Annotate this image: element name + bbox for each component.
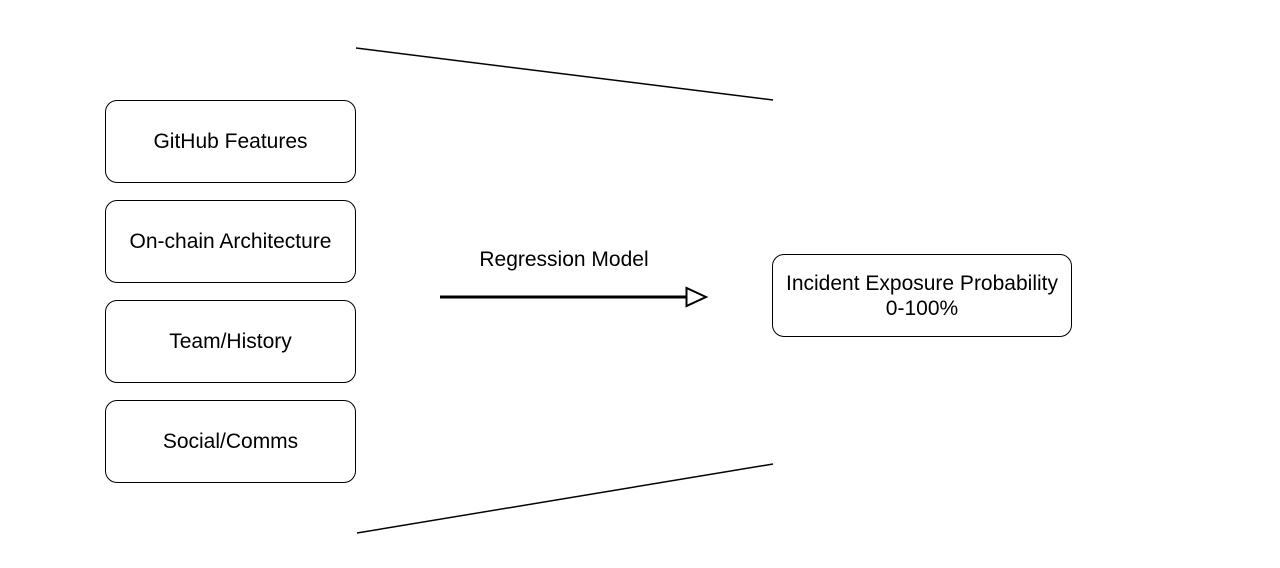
funnel-line-bottom bbox=[356, 463, 774, 534]
output-node-label-line1: Incident Exposure Probability bbox=[786, 271, 1058, 295]
arrow-head-icon bbox=[685, 286, 709, 308]
input-node-social-comms: Social/Comms bbox=[105, 400, 356, 483]
output-node-label-line2: 0-100% bbox=[885, 296, 959, 320]
input-node-team-history: Team/History bbox=[105, 300, 356, 383]
input-node-label: On-chain Architecture bbox=[129, 230, 332, 253]
funnel-line-top bbox=[355, 47, 774, 101]
input-node-github-features: GitHub Features bbox=[105, 100, 356, 183]
regression-model-label: Regression Model bbox=[479, 248, 649, 271]
input-node-label: Social/Comms bbox=[162, 430, 299, 453]
input-node-label: GitHub Features bbox=[153, 130, 308, 153]
output-node-incident-exposure-probability: Incident Exposure Probability 0-100% bbox=[772, 254, 1072, 337]
input-node-label: Team/History bbox=[169, 330, 292, 353]
input-node-onchain-architecture: On-chain Architecture bbox=[105, 200, 356, 283]
